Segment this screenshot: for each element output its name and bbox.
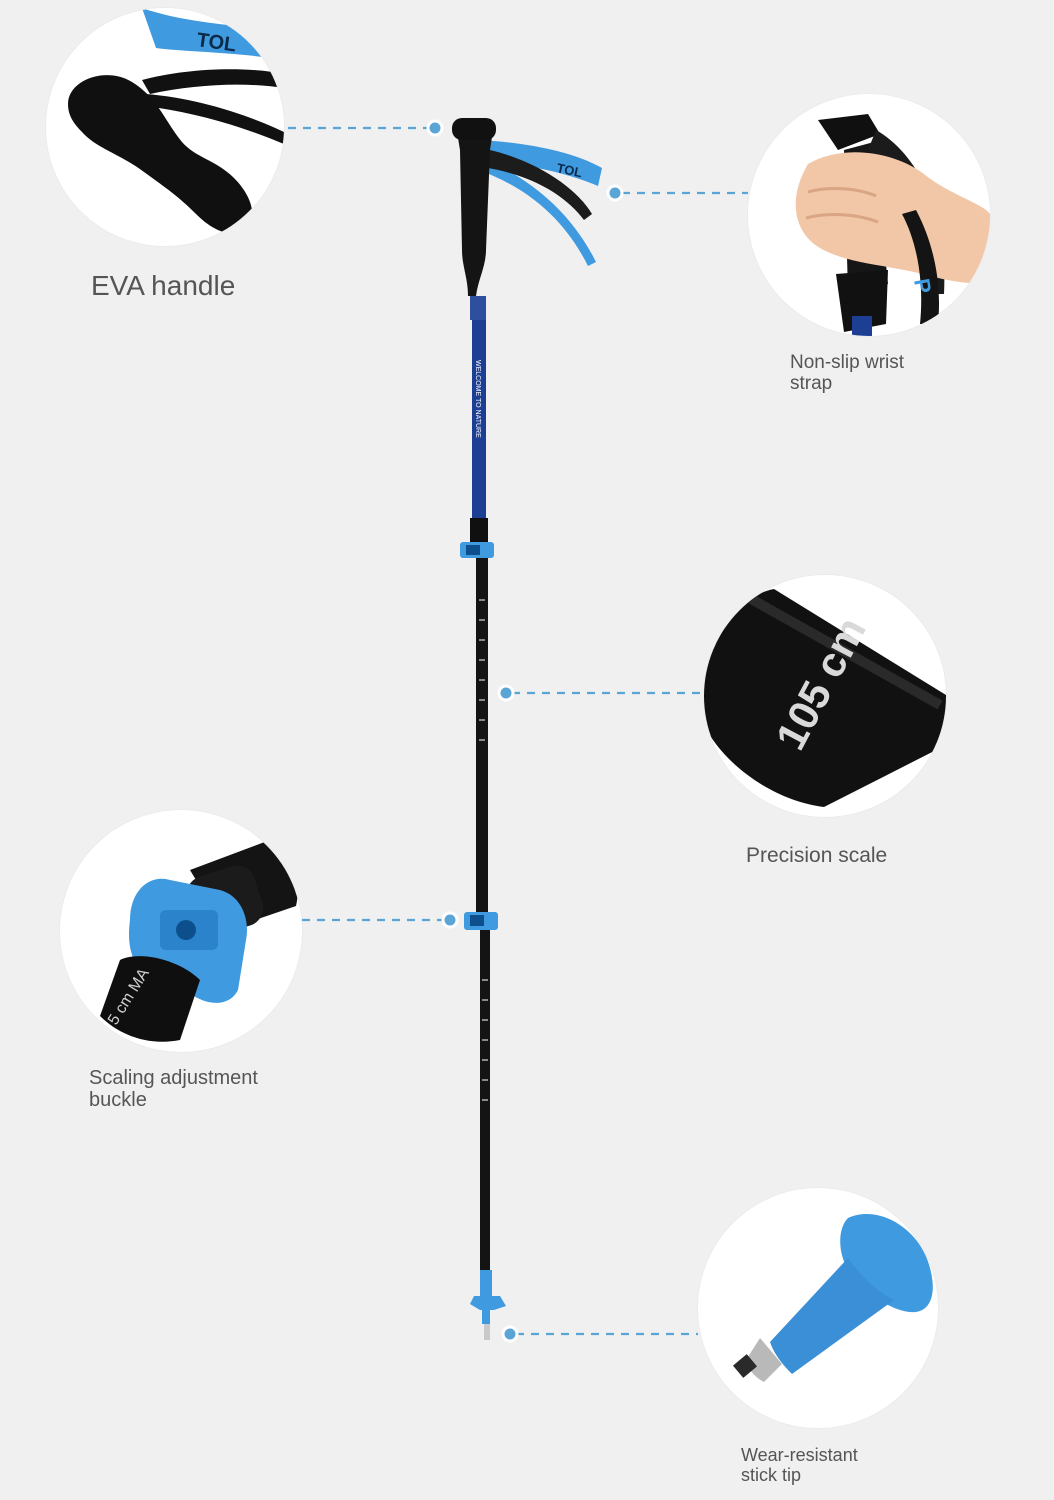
scale-pointer-dot	[497, 684, 515, 702]
handle-pointer-dot	[426, 119, 444, 137]
wrist-strap-label-line-1: Non-slip wrist	[790, 352, 905, 373]
eva-handle-closeup: TOL	[46, 8, 284, 246]
eva-handle-label: EVA handle	[91, 270, 236, 301]
strap-logo-closeup: TOL	[195, 29, 237, 56]
precision-scale-label: Precision scale	[746, 844, 888, 867]
tip-closeup-icon	[732, 1213, 933, 1382]
stick-tip-label-line-1: Wear-resistant	[741, 1445, 858, 1465]
buckle-label-line-2: buckle	[89, 1089, 147, 1111]
buckle-label-line-1: Scaling adjustment	[89, 1067, 258, 1089]
stick-tip-label: Wear-resistant stick tip	[741, 1445, 858, 1486]
wrist-strap-closeup-icon: P	[795, 114, 990, 336]
buckle-pointer-dot	[441, 911, 459, 929]
strap-pointer-dot	[606, 184, 624, 202]
wrist-strap-closeup: P	[748, 94, 990, 336]
buckle-closeup-icon: 5 cm MA	[100, 840, 298, 1042]
scale-closeup-icon: 105 cm	[704, 589, 946, 807]
buckle-closeup: 5 cm MA	[60, 810, 302, 1052]
tip-pointer-dot	[501, 1325, 519, 1343]
buckle-label: Scaling adjustment buckle	[89, 1067, 258, 1111]
stick-tip-label-line-2: stick tip	[741, 1464, 802, 1485]
wrist-logo-text: P	[909, 277, 936, 296]
wrist-strap-label: Non-slip wrist strap	[790, 352, 905, 395]
precision-scale-closeup: 105 cm	[704, 575, 946, 817]
stick-tip-closeup	[698, 1188, 938, 1428]
handle-closeup-icon: TOL	[68, 8, 284, 234]
wrist-strap-label-line-2: strap	[790, 372, 833, 394]
strap-logo-text: TOL	[555, 160, 583, 180]
shaft-print-text: WELCOME TO NATURE	[474, 360, 481, 438]
